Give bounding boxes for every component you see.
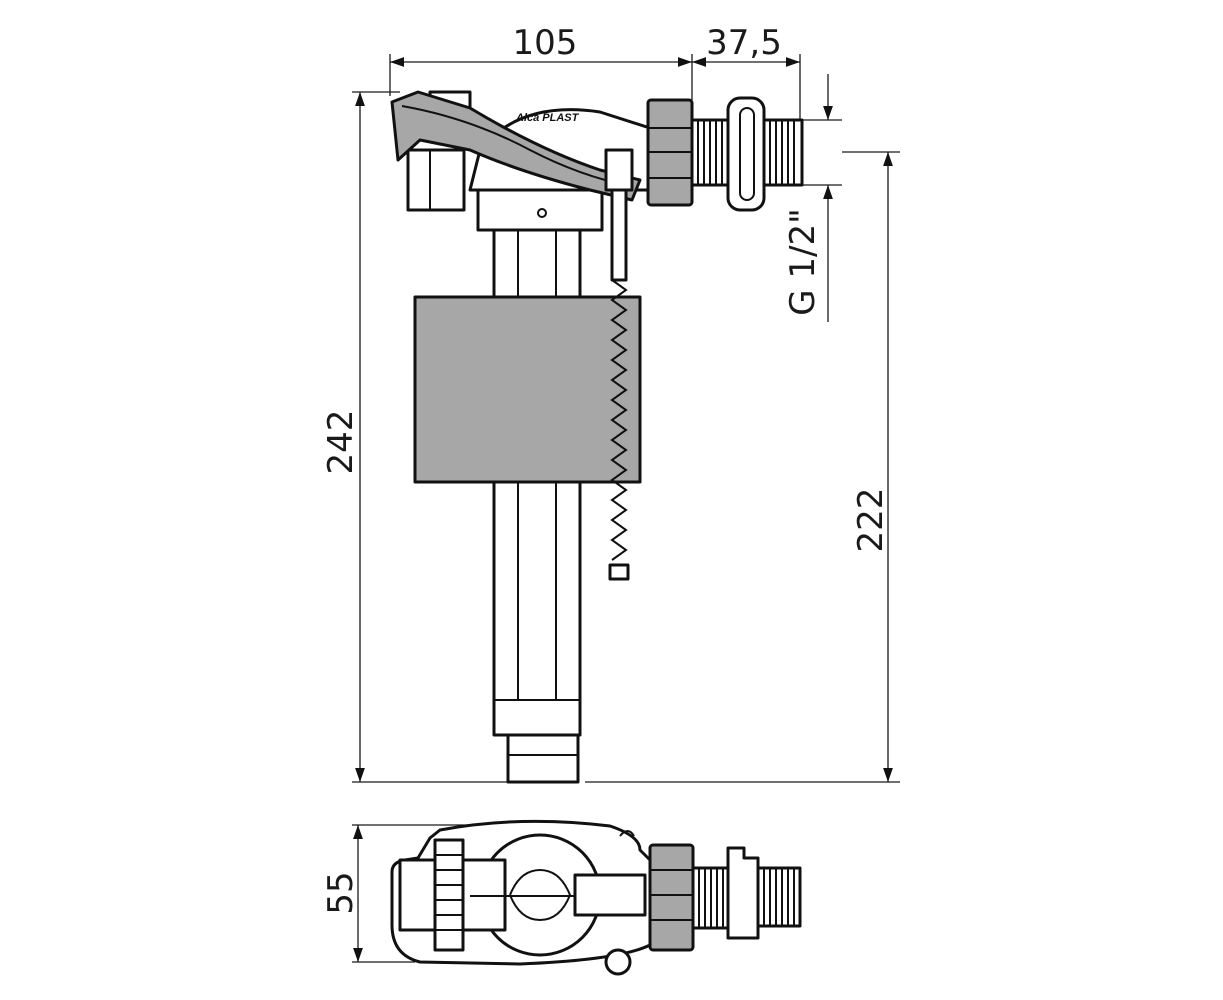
dimension-thread: G 1/2" [783, 74, 842, 322]
dimension-label-222: 222 [851, 488, 891, 553]
dimension-37-5: 37,5 [692, 23, 801, 120]
dimension-242: 242 [321, 91, 512, 783]
dimension-55: 55 [321, 824, 470, 963]
dimension-label-thread: G 1/2" [783, 208, 823, 316]
dimension-222: 222 [585, 151, 900, 783]
valve-top-view [390, 819, 802, 976]
dimension-label-37-5: 37,5 [706, 23, 782, 63]
valve-side-view: Alca PLAST [390, 90, 804, 784]
dimension-label-242: 242 [321, 410, 361, 475]
dimension-105: 105 [389, 23, 693, 100]
dimension-label-105: 105 [513, 23, 578, 63]
brand-logo: Alca PLAST [515, 112, 580, 124]
dimension-label-55: 55 [321, 871, 361, 914]
